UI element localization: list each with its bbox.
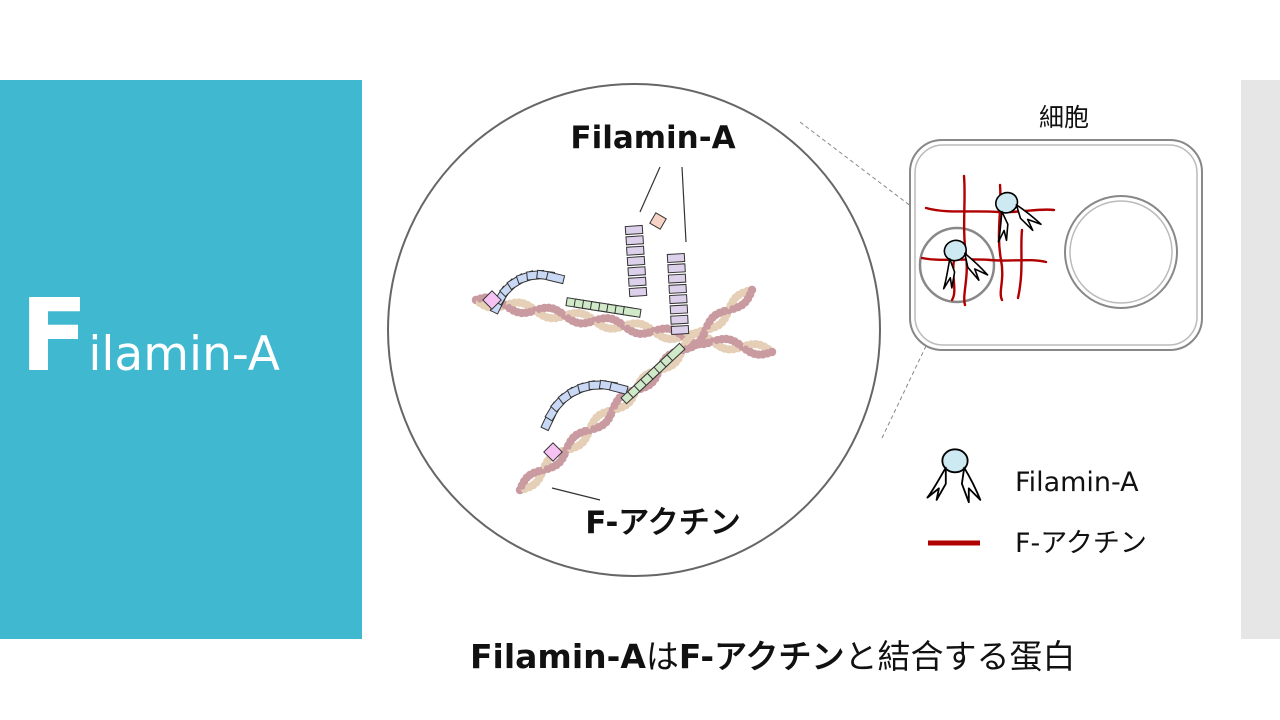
slide-title-initial: F	[20, 277, 89, 394]
filamin-hinge	[543, 442, 563, 462]
slide-title: Filamin-A	[20, 286, 280, 386]
filamin-molecules	[482, 212, 690, 462]
caption-actin: F-アクチン	[678, 637, 845, 676]
filamin-domain	[628, 286, 648, 298]
filamin-domain	[670, 325, 690, 335]
filamin-domain	[666, 253, 686, 263]
caption-rest: と結合する蛋白	[844, 637, 1076, 676]
cell-label: 細胞	[1039, 103, 1089, 132]
filamin-hinge	[649, 212, 667, 230]
actin-bead	[767, 347, 777, 357]
right-side-bar	[1241, 80, 1280, 639]
cell-zoom-region	[918, 226, 996, 304]
caption-particle: は	[645, 637, 679, 676]
filamin-domain	[627, 266, 646, 277]
legend-filamin-label: Filamin-A	[1015, 467, 1139, 498]
filamin-domain	[670, 314, 689, 325]
filamin-domain	[545, 271, 566, 285]
filamin-domain	[626, 245, 645, 256]
zoom-label-filamin: Filamin-A	[570, 120, 735, 156]
filamin-domain	[628, 276, 647, 287]
slide-caption: Filamin-AはF-アクチンと結合する蛋白	[470, 630, 1075, 678]
filamin-domain	[667, 273, 687, 284]
filamin-hinge	[482, 290, 502, 310]
legend-actin-label: F-アクチン	[1015, 528, 1147, 559]
legend-filamin-icon	[926, 448, 982, 504]
actin-bead	[747, 285, 757, 295]
filamin-domain	[622, 306, 642, 318]
label-pointers	[551, 166, 687, 501]
filamin-domain	[669, 304, 689, 315]
filamin-domain	[668, 283, 687, 294]
filamin-domain	[666, 342, 686, 362]
filamin-domain	[608, 381, 629, 395]
filamin-domain	[624, 224, 644, 236]
slide-title-rest: ilamin-A	[88, 327, 280, 382]
filamin-domain	[667, 263, 686, 274]
filamin-domain	[669, 294, 688, 305]
nucleus	[1064, 195, 1178, 309]
filamin-domain	[625, 235, 644, 246]
zoom-label-actin: F-アクチン	[585, 505, 741, 541]
caption-filamin: Filamin-A	[470, 637, 646, 676]
legend: Filamin-A F-アクチン	[926, 448, 1147, 559]
filamin-domain	[626, 255, 646, 267]
title-panel	[0, 80, 362, 639]
